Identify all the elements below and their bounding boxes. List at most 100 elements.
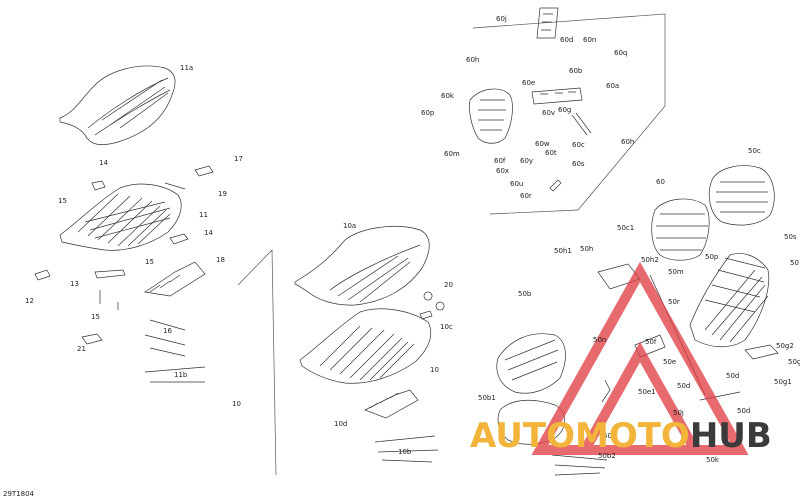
diagram-code: 29T1804 — [3, 490, 34, 498]
callout-50m: 50m — [668, 268, 684, 276]
callout-11a: 11a — [180, 64, 194, 72]
callout-15c: 15 — [91, 313, 100, 321]
seat-base-11 — [59, 183, 182, 251]
part-14 — [91, 180, 106, 191]
callout-15b: 15 — [145, 258, 154, 266]
backrest-frame-50 — [689, 253, 770, 348]
seat-11a — [59, 65, 176, 145]
callout-10d: 10d — [334, 420, 348, 428]
callout-60f: 60f — [494, 157, 506, 165]
callout-50d-b: 50d — [677, 382, 691, 390]
watermark-part-3: HUB — [689, 416, 772, 456]
callout-50e: 50e — [663, 358, 677, 366]
callout-17: 17 — [234, 155, 243, 163]
seat-10a — [294, 226, 430, 306]
callout-50c: 50c — [748, 147, 761, 155]
callout-50t: 50t — [603, 432, 615, 440]
callout-50h1: 50h1 — [554, 247, 572, 255]
part-17 — [194, 165, 214, 177]
callout-60j: 60j — [496, 15, 507, 23]
callout-16: 16 — [163, 327, 172, 335]
callout-60t: 60t — [545, 149, 557, 157]
callout-60y: 60y — [520, 157, 534, 165]
part-13 — [94, 269, 126, 279]
callout-11b: 11b — [174, 371, 188, 379]
backrest-frame-60k — [469, 88, 513, 144]
watermark-part-1: AUTO — [470, 416, 575, 456]
callout-50d: 50d — [726, 372, 740, 380]
callout-60g: 60g — [558, 106, 572, 114]
callout-13: 13 — [70, 280, 79, 288]
callout-10a: 10a — [343, 222, 357, 230]
part-18 — [144, 261, 206, 297]
callout-60q: 60q — [614, 49, 628, 57]
callout-10c: 10c — [440, 323, 453, 331]
part-14b — [169, 233, 189, 245]
watermark-part-2: MOTO — [574, 416, 690, 456]
callout-50s: 50s — [784, 233, 797, 241]
callout-60h: 60h — [466, 56, 480, 64]
part-10d — [364, 389, 419, 419]
backrest-cushion-50c1 — [651, 198, 710, 261]
part-60a — [531, 87, 583, 105]
callout-19: 19 — [218, 190, 227, 198]
callout-50d-c: 50d — [737, 407, 751, 415]
callout-21: 21 — [77, 345, 86, 353]
watermark-logo — [531, 261, 749, 455]
part-12 — [34, 269, 51, 281]
callout-60n: 60n — [583, 36, 597, 44]
callout-50b1: 50b1 — [478, 394, 496, 402]
seat-base-10 — [299, 308, 432, 384]
callout-60a: 60a — [606, 82, 620, 90]
side-panel-50b1 — [497, 399, 566, 445]
callout-50g: 50g — [788, 358, 800, 366]
part-60r — [549, 179, 562, 192]
callout-18: 18 — [216, 256, 225, 264]
callout-60d: 60d — [560, 36, 574, 44]
callout-50c1: 50c1 — [617, 224, 635, 232]
callout-60s: 60s — [572, 160, 585, 168]
callout-50e1: 50e1 — [638, 388, 656, 396]
callout-50h2: 50h2 — [641, 256, 659, 264]
callout-60h-2: 60h — [621, 138, 635, 146]
callout-50b: 50b — [518, 290, 532, 298]
callout-60x: 60x — [496, 167, 510, 175]
callout-50k: 50k — [706, 456, 719, 464]
part-19 — [164, 182, 186, 190]
watermark-text: AUTOMOTOHUB — [470, 418, 772, 454]
callout-15: 15 — [58, 197, 67, 205]
part-20 — [423, 291, 433, 301]
callout-50: 50 — [790, 259, 799, 267]
callout-50j: 50j — [673, 409, 684, 417]
callout-60c: 60c — [572, 141, 585, 149]
callout-12: 12 — [25, 297, 34, 305]
callout-50g1: 50g1 — [774, 378, 792, 386]
callout-60: 60 — [656, 178, 665, 186]
callout-50p: 50p — [705, 253, 719, 261]
backrest-cushion-50c — [708, 165, 775, 226]
part-50e — [601, 379, 611, 403]
part-21 — [81, 333, 103, 345]
callout-10b: 10b — [398, 448, 412, 456]
callout-60u: 60u — [510, 180, 524, 188]
callout-60v: 60v — [542, 109, 556, 117]
callout-10-main: 10 — [232, 400, 241, 408]
callout-60w: 60w — [535, 140, 550, 148]
callout-50r: 50r — [668, 298, 680, 306]
callout-60b: 60b — [569, 67, 583, 75]
callout-50h: 50h — [580, 245, 594, 253]
callout-50n: 50n — [593, 336, 607, 344]
callout-60p: 60p — [421, 109, 435, 117]
callout-11: 11 — [199, 211, 208, 219]
callout-60k: 60k — [441, 92, 454, 100]
callout-60r: 60r — [520, 192, 532, 200]
callout-14b: 14 — [204, 229, 213, 237]
callout-60m: 60m — [444, 150, 460, 158]
callout-20: 20 — [444, 281, 453, 289]
callout-10: 10 — [430, 366, 439, 374]
side-panel-50b — [496, 333, 566, 394]
callout-14: 14 — [99, 159, 108, 167]
part-60j — [536, 7, 559, 39]
